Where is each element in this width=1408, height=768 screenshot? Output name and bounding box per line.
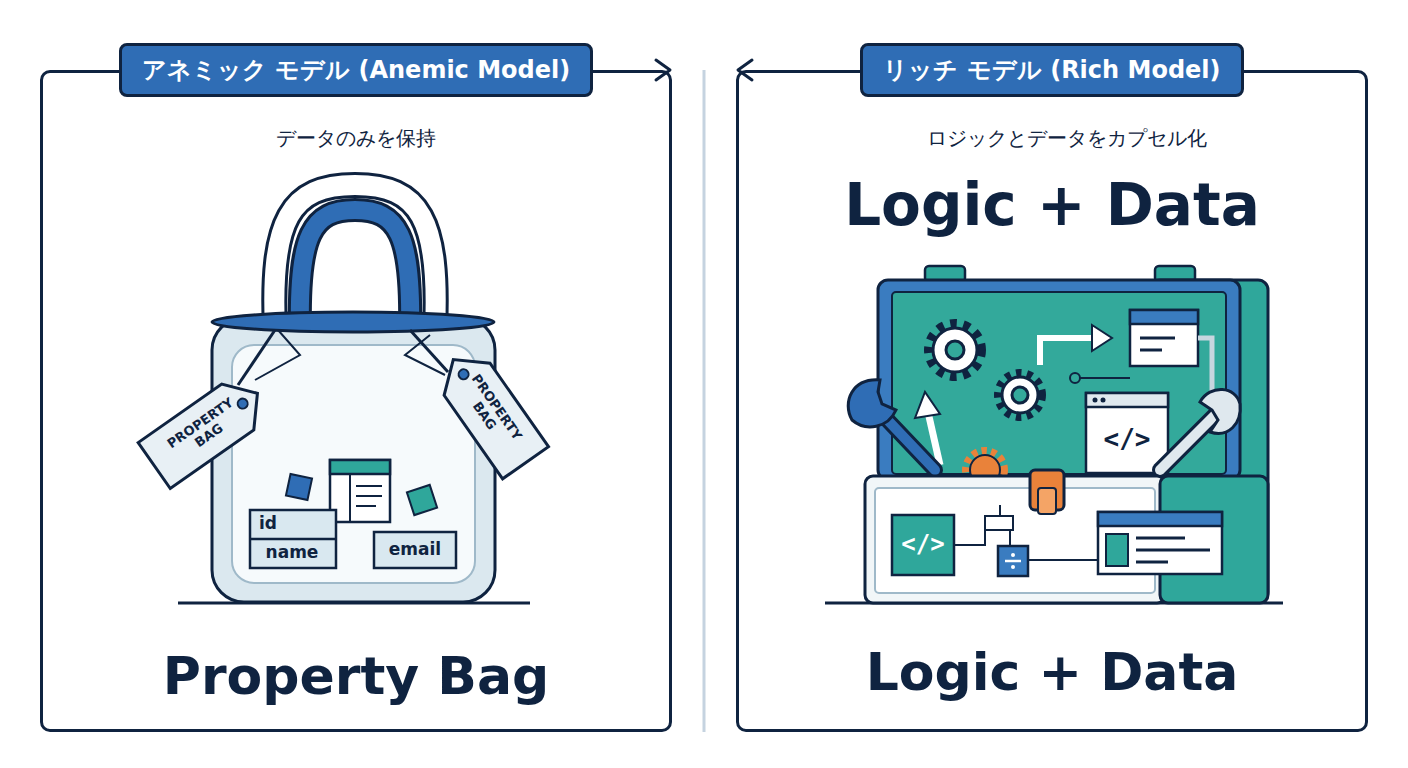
panel-tab: アネミック モデル (Anemic Model) [119, 43, 593, 97]
field-name: id [259, 514, 277, 534]
divider [703, 70, 706, 732]
code-symbol: </> [1104, 425, 1151, 455]
model-panel: ロジックとデータをカプセル化Logic + DataLogic + Dataリッ… [736, 70, 1368, 732]
model-panel: データのみを保持Property Bagアネミック モデル (Anemic Mo… [40, 70, 672, 732]
tab-title: リッチ モデル (Rich Model) [883, 54, 1220, 86]
tab-title: アネミック モデル (Anemic Model) [142, 54, 570, 86]
panel-subtitle: データのみを保持 [276, 126, 436, 150]
field-name: email [389, 540, 441, 560]
panel-tab: リッチ モデル (Rich Model) [860, 43, 1243, 97]
tag-text: PROPERTY BAG [450, 364, 530, 460]
panel-heading: Logic + Data [844, 171, 1260, 241]
code-symbol: </> [901, 531, 944, 559]
panel-footer-title: Logic + Data [866, 641, 1239, 703]
panel-subtitle: ロジックとデータをカプセル化 [927, 126, 1207, 150]
toolbox-illustration [825, 266, 1283, 603]
field-name: name [266, 543, 319, 563]
panel-footer-title: Property Bag [163, 645, 549, 707]
tag-text: PROPERTY BAG [157, 390, 253, 470]
bag-illustration [138, 185, 548, 603]
